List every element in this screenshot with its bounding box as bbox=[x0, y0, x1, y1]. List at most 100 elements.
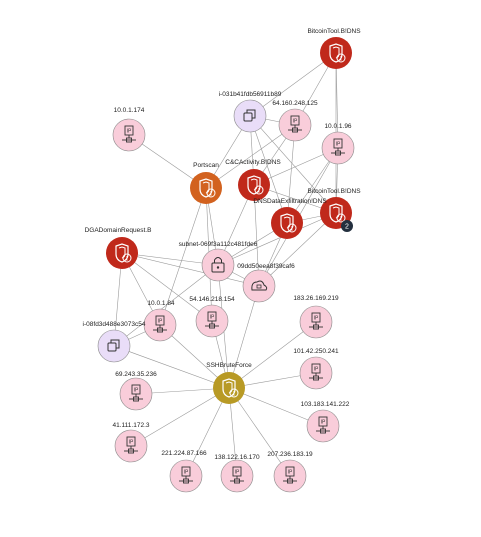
node-label-ssh: SSHBruteForce bbox=[206, 362, 252, 369]
node-label-ip221: 221.224.87.166 bbox=[161, 450, 207, 457]
node-ip101[interactable]: IP bbox=[299, 356, 333, 390]
label-layer: BitcoinTool.B!DNSi-031b41fdb56911b8964.1… bbox=[83, 28, 362, 461]
node-ip10184[interactable]: IP bbox=[143, 308, 177, 342]
instance-icon bbox=[243, 109, 256, 122]
node-ip10196[interactable]: IP bbox=[321, 131, 355, 165]
node-label-btc1: BitcoinTool.B!DNS bbox=[307, 28, 361, 35]
node-label-i031: i-031b41fdb56911b89 bbox=[219, 91, 282, 98]
ip-icon: IP bbox=[129, 384, 143, 402]
node-label-btc2: BitcoinTool.B!DNS bbox=[307, 188, 361, 195]
ip-icon: IP bbox=[230, 466, 244, 484]
node-label-ip101: 101.42.250.241 bbox=[293, 348, 339, 355]
node-circle bbox=[201, 248, 235, 282]
count-badge: 2 bbox=[341, 220, 353, 232]
edge-btc2-subnet bbox=[217, 212, 337, 266]
shield-alert-icon bbox=[247, 175, 264, 195]
edge-ip207-ssh bbox=[228, 387, 291, 477]
edge-ip103-ssh bbox=[228, 387, 324, 427]
node-ip10174[interactable]: IP bbox=[112, 118, 146, 152]
node-ip54146[interactable]: IP bbox=[195, 304, 229, 338]
ip-icon: IP bbox=[153, 315, 167, 333]
node-circle bbox=[233, 99, 267, 133]
node-ip64160[interactable]: IP bbox=[278, 108, 312, 142]
shield-alert-icon bbox=[115, 243, 132, 263]
node-circle bbox=[320, 37, 352, 69]
ip-icon: IP bbox=[288, 115, 302, 133]
node-label-vpc: 09dd50eea8f39caf6 bbox=[237, 263, 295, 270]
node-ip103[interactable]: IP bbox=[306, 409, 340, 443]
edge-c2-vpc bbox=[253, 184, 260, 287]
svg-text:IP: IP bbox=[288, 470, 293, 476]
node-dga[interactable] bbox=[106, 237, 138, 269]
edge-ip183-ssh bbox=[228, 321, 317, 389]
node-vpc[interactable] bbox=[242, 269, 276, 303]
ip-icon: IP bbox=[309, 312, 323, 330]
svg-text:IP: IP bbox=[129, 440, 134, 446]
node-label-subnet: subnet-069f3a112c481fde6 bbox=[179, 241, 258, 248]
node-label-ip103: 103.183.141.222 bbox=[301, 401, 350, 408]
shield-alert-icon bbox=[222, 378, 239, 398]
node-ip207[interactable]: IP bbox=[273, 459, 307, 493]
edge-dga-ip54146 bbox=[121, 252, 213, 322]
svg-text:IP: IP bbox=[336, 142, 341, 148]
svg-text:IP: IP bbox=[134, 388, 139, 394]
node-ip221[interactable]: IP bbox=[169, 459, 203, 493]
edge-i08f-ssh bbox=[113, 345, 230, 389]
node-c2[interactable] bbox=[238, 169, 270, 201]
node-label-ip69: 69.243.35.236 bbox=[115, 371, 157, 378]
svg-text:IP: IP bbox=[314, 316, 319, 322]
ip-icon: IP bbox=[122, 125, 136, 143]
node-circle bbox=[106, 237, 138, 269]
edge-ip64160-portscan bbox=[205, 124, 296, 189]
node-i031[interactable] bbox=[233, 99, 267, 133]
node-circle bbox=[271, 207, 303, 239]
edge-ip221-ssh bbox=[185, 387, 230, 477]
shield-alert-icon bbox=[280, 213, 297, 233]
node-i08f[interactable] bbox=[97, 329, 131, 363]
node-label-dga: DGADomainRequest.B bbox=[85, 227, 152, 234]
shield-alert-icon bbox=[329, 203, 346, 223]
node-circle bbox=[242, 269, 276, 303]
node-label-ip207: 207.236.183.19 bbox=[267, 451, 313, 458]
node-circle bbox=[238, 169, 270, 201]
node-ip41[interactable]: IP bbox=[114, 429, 148, 463]
node-btc1[interactable] bbox=[320, 37, 352, 69]
edge-ip64160-dnsexf bbox=[286, 124, 296, 224]
node-label-ip138: 138.122.16.170 bbox=[214, 454, 260, 461]
node-btc2[interactable]: 2 bbox=[320, 197, 353, 232]
node-subnet[interactable] bbox=[201, 248, 235, 282]
node-label-dnsexf: DNSDataExfiltration!DNS bbox=[253, 198, 327, 205]
edge-btc2-vpc bbox=[258, 212, 337, 287]
node-ip138[interactable]: IP bbox=[220, 459, 254, 493]
edge-subnet-i08f bbox=[113, 264, 219, 347]
node-ip183[interactable]: IP bbox=[299, 305, 333, 339]
svg-text:IP: IP bbox=[184, 470, 189, 476]
svg-text:IP: IP bbox=[235, 470, 240, 476]
svg-text:IP: IP bbox=[321, 420, 326, 426]
edge-dga-vpc bbox=[121, 252, 260, 287]
edge-portscan-ip10184 bbox=[159, 187, 207, 326]
node-circle bbox=[97, 329, 131, 363]
ip-icon: IP bbox=[316, 416, 330, 434]
edge-btc1-i031 bbox=[249, 52, 337, 117]
edge-ip41-ssh bbox=[130, 387, 230, 447]
node-label-i08f: i-08fd3d488e3073c54 bbox=[83, 321, 146, 328]
edge-vpc-ssh bbox=[228, 285, 260, 389]
edge-i031-dnsexf bbox=[249, 115, 288, 224]
node-ssh[interactable] bbox=[213, 372, 245, 404]
ip-icon: IP bbox=[205, 311, 219, 329]
node-dnsexf[interactable] bbox=[271, 207, 303, 239]
ip-icon: IP bbox=[283, 466, 297, 484]
node-portscan[interactable] bbox=[190, 172, 222, 204]
svg-text:IP: IP bbox=[293, 119, 298, 125]
shield-alert-icon bbox=[329, 43, 346, 63]
node-label-ip41: 41.111.172.3 bbox=[113, 422, 150, 429]
node-ip69[interactable]: IP bbox=[119, 377, 153, 411]
ip-icon: IP bbox=[331, 138, 345, 156]
node-label-ip10174: 10.0.1.174 bbox=[114, 107, 145, 114]
shield-alert-icon bbox=[199, 178, 216, 198]
ip-icon: IP bbox=[124, 436, 138, 454]
svg-text:IP: IP bbox=[158, 319, 163, 325]
